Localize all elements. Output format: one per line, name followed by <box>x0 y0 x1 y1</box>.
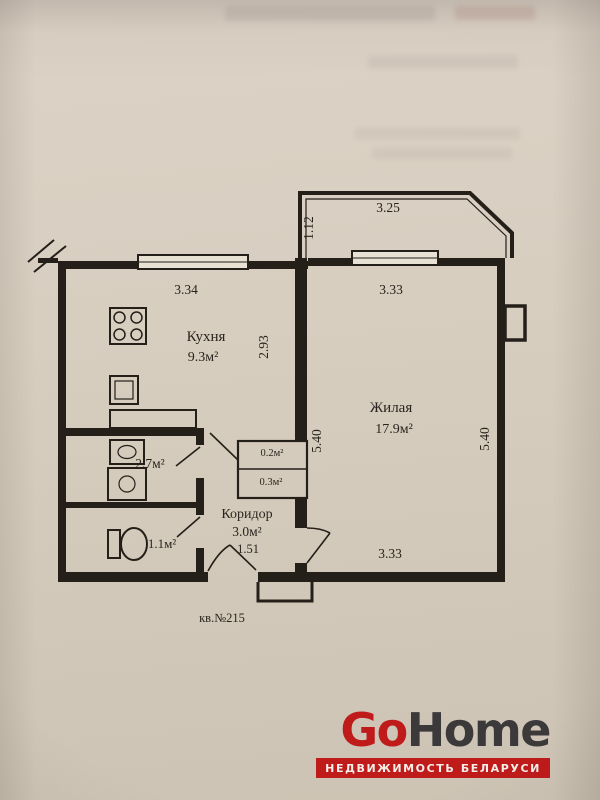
bleedthrough-mark <box>355 128 520 139</box>
gohome-logo: GoHome НЕДВИЖИМОСТЬ БЕЛАРУСИ <box>316 707 552 778</box>
wall-hatch <box>27 239 67 273</box>
right-pilaster <box>503 304 527 342</box>
living-label: Жилая <box>370 400 413 416</box>
stove-icon <box>109 307 147 345</box>
kitchen-counter <box>109 409 197 429</box>
dim-living-left: 5.40 <box>309 429 324 453</box>
dim-kitchen-depth: 2.93 <box>256 335 271 359</box>
dim-living-window: 3.33 <box>379 282 403 297</box>
kitchen-door <box>209 432 239 461</box>
dim-balcony-depth: 1.12 <box>301 216 316 240</box>
dim-kitchen-window: 3.34 <box>174 282 198 297</box>
dim-living-bottom: 3.33 <box>378 546 402 561</box>
bleedthrough-mark <box>455 6 535 20</box>
logo-home-text: Home <box>406 703 552 758</box>
sink-icon <box>109 375 139 405</box>
balcony-outline <box>298 191 514 258</box>
apartment-number: кв.№215 <box>199 611 245 625</box>
bleedthrough-mark <box>372 148 512 159</box>
logo-tagline: НЕДВИЖИМОСТЬ БЕЛАРУСИ <box>316 758 550 778</box>
room-labels: Кухня 9.3м² Жилая 17.9м² 2.7м² 0.2м² 0.3… <box>135 329 413 625</box>
dimension-labels: 3.25 1.12 3.34 3.33 2.93 5.40 5.40 3.33 … <box>174 200 492 561</box>
doors <box>175 432 331 572</box>
walls <box>38 258 505 582</box>
closet-a-area: 0.2м² <box>261 448 284 459</box>
dim-living-right: 5.40 <box>477 427 492 451</box>
bath-area: 2.7м² <box>135 456 164 471</box>
dim-corridor-width: 1.51 <box>237 542 259 556</box>
kitchen-label: Кухня <box>187 329 226 345</box>
entry-stoop <box>256 582 314 603</box>
fixtures <box>107 307 197 561</box>
logo-go-text: Go <box>340 703 408 758</box>
wc-area: 1.1м² <box>148 536 176 551</box>
living-area: 17.9м² <box>375 422 413 437</box>
closet-b-area: 0.3м² <box>260 477 283 488</box>
dim-balcony-width: 3.25 <box>376 200 400 215</box>
bleedthrough-mark <box>225 6 435 21</box>
toilet-icon <box>107 527 148 561</box>
wc-door <box>176 516 201 538</box>
windows <box>137 250 439 270</box>
logo-wordmark: GoHome <box>340 707 551 753</box>
corridor-label: Коридор <box>221 507 272 522</box>
entrance-door <box>207 544 257 572</box>
structure-details <box>27 239 527 603</box>
corridor-area: 3.0м² <box>232 524 261 539</box>
bleedthrough-mark <box>368 56 518 68</box>
washer-icon <box>107 467 147 501</box>
kitchen-area: 9.3м² <box>188 350 219 365</box>
living-room-door <box>306 527 331 564</box>
bathroom-door <box>175 446 201 467</box>
washbasin-icon <box>109 439 145 465</box>
